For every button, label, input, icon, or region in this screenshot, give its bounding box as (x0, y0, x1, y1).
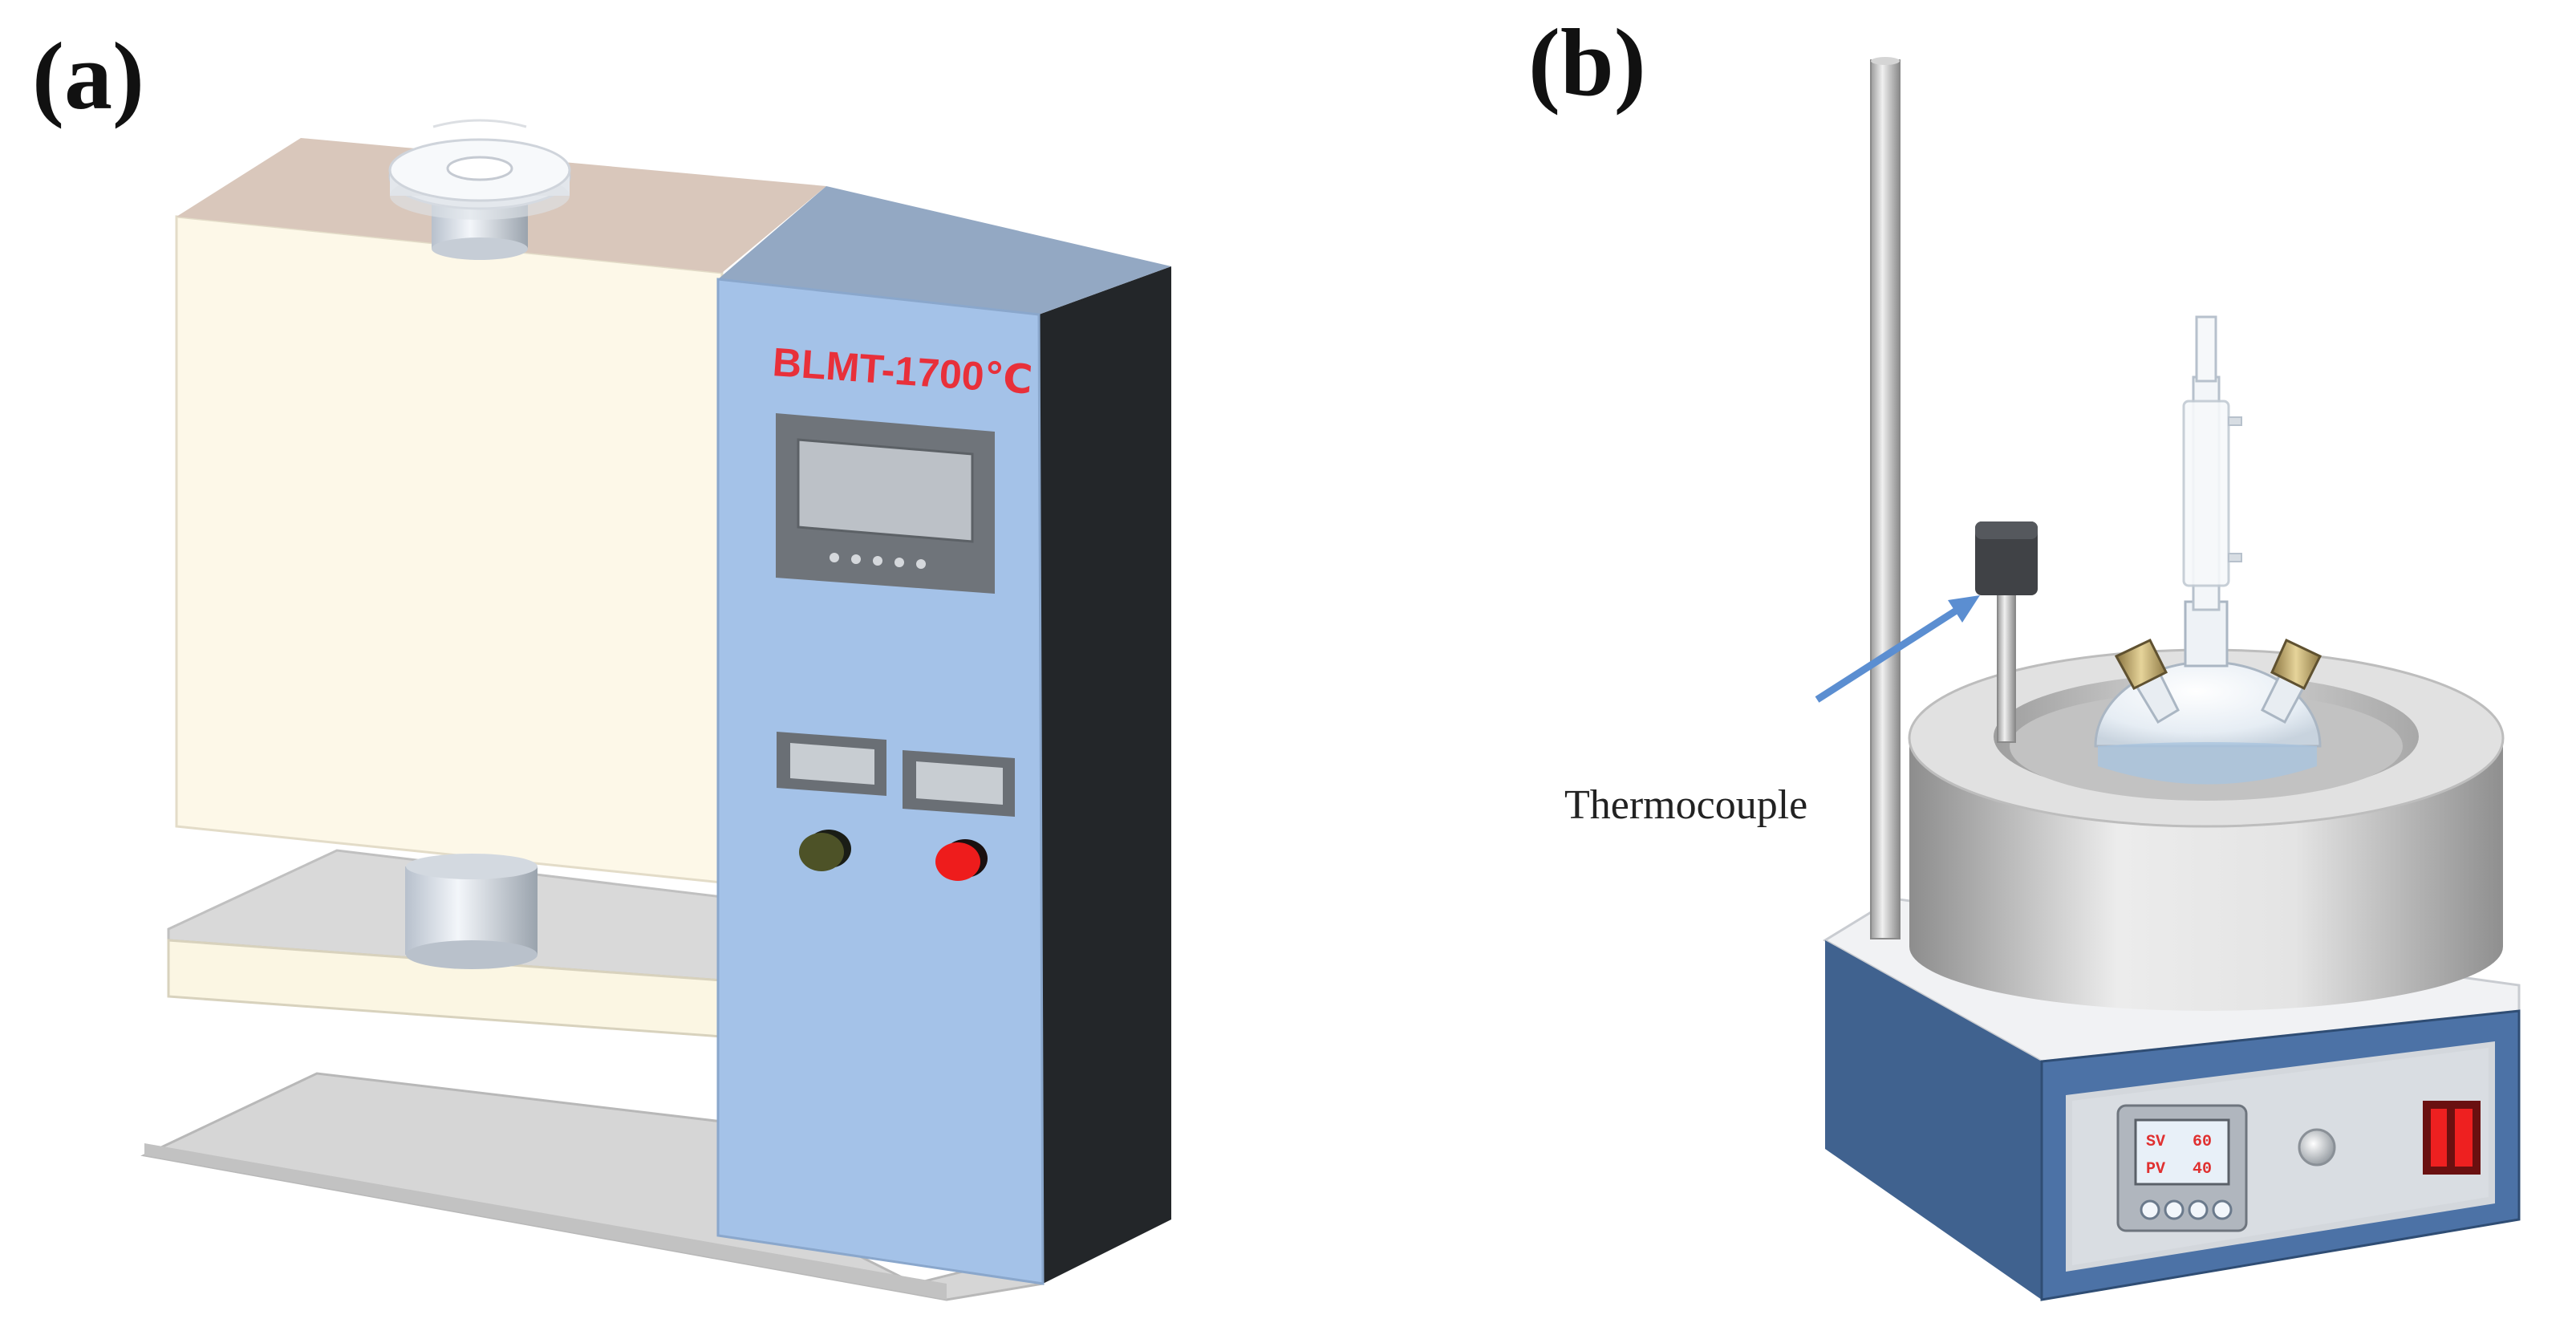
lcd-pv-label: PV (2146, 1160, 2165, 1179)
furnace-base-plate-edge (144, 1143, 947, 1300)
support-rod (1870, 57, 1901, 939)
thermocouple-callout-arrow (1815, 595, 1980, 703)
tube-furnace: BLMT-1700℃ (140, 119, 1171, 1301)
heating-mantle-setup: SV 60 PV 40 (1564, 57, 2521, 1301)
top-tube-port (388, 119, 571, 260)
flask-right-stopper (2270, 638, 2322, 691)
thermocouple-probe (1975, 521, 2038, 743)
power-switch (2423, 1101, 2481, 1175)
red-knob (935, 839, 988, 881)
three-neck-flask (2094, 315, 2322, 785)
lcd-pv-value: 40 (2193, 1160, 2212, 1179)
furnace-body (175, 215, 724, 884)
controller-buttons (830, 553, 926, 569)
panel-a: (a) (32, 22, 1171, 1301)
thermocouple-label: Thermocouple (1564, 782, 1807, 828)
mantle-controller: SV 60 PV 40 (2116, 1104, 2248, 1232)
meter-right (903, 750, 1015, 817)
lcd-sv-label: SV (2146, 1133, 2165, 1151)
panel-b: (b) SV 60 PV 40 (1528, 9, 2521, 1301)
controller-screen-unit (776, 413, 995, 594)
bottom-tube (405, 854, 538, 969)
flask-left-stopper (2114, 639, 2168, 690)
cabinet-side-panel (1039, 266, 1171, 1284)
lcd-sv-value: 60 (2193, 1133, 2212, 1151)
green-knob (799, 830, 851, 871)
panel-label-a: (a) (32, 22, 144, 129)
mantle-knob (2298, 1128, 2336, 1167)
meter-left (777, 732, 886, 796)
cabinet-top (718, 186, 1171, 314)
controller-keys (2140, 1199, 2233, 1220)
mantle-base-left (1825, 940, 2042, 1300)
panel-label-b: (b) (1528, 9, 1646, 116)
